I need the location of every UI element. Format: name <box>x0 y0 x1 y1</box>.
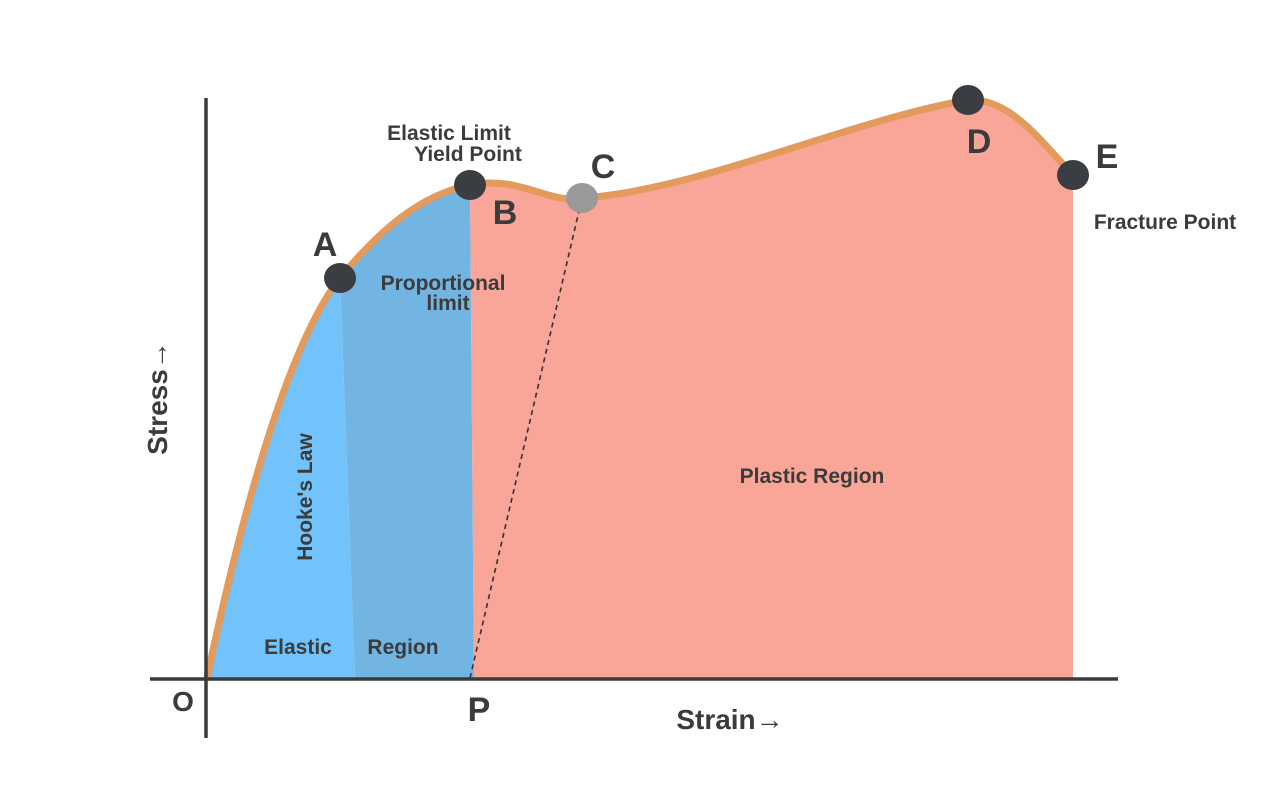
point-d-label: D <box>967 123 992 161</box>
point-a-marker <box>324 263 356 293</box>
point-c-label: C <box>591 148 616 186</box>
elastic-region-label-word1: Elastic <box>264 636 332 659</box>
point-b-label: B <box>493 194 518 232</box>
plastic-region-area <box>470 99 1073 678</box>
plastic-region-label: Plastic Region <box>740 465 885 488</box>
x-axis-title: Strain→ <box>676 704 783 735</box>
unloading-dashed-line <box>469 197 583 679</box>
origin-label: O <box>172 686 194 717</box>
point-p-label: P <box>468 691 491 729</box>
point-e-label: E <box>1096 138 1119 176</box>
elastic-region-label-word2: Region <box>367 636 438 659</box>
yield-point-label: Yield Point <box>414 143 522 166</box>
fracture-point-label: Fracture Point <box>1094 211 1236 234</box>
elastic-region-band <box>340 185 474 678</box>
hookes-law-label: Hooke's Law <box>294 433 317 561</box>
point-b-marker <box>454 170 486 200</box>
hookes-law-region <box>207 278 355 678</box>
y-axis-title: Stress→ <box>142 341 173 455</box>
point-e-marker <box>1057 160 1089 190</box>
point-c-marker <box>566 183 598 213</box>
proportional-limit-label-line1: Proportional <box>381 272 506 295</box>
elastic-limit-label: Elastic Limit <box>387 122 511 145</box>
point-d-marker <box>952 85 984 115</box>
proportional-limit-label-line2: limit <box>426 292 469 315</box>
point-a-label: A <box>313 226 338 264</box>
